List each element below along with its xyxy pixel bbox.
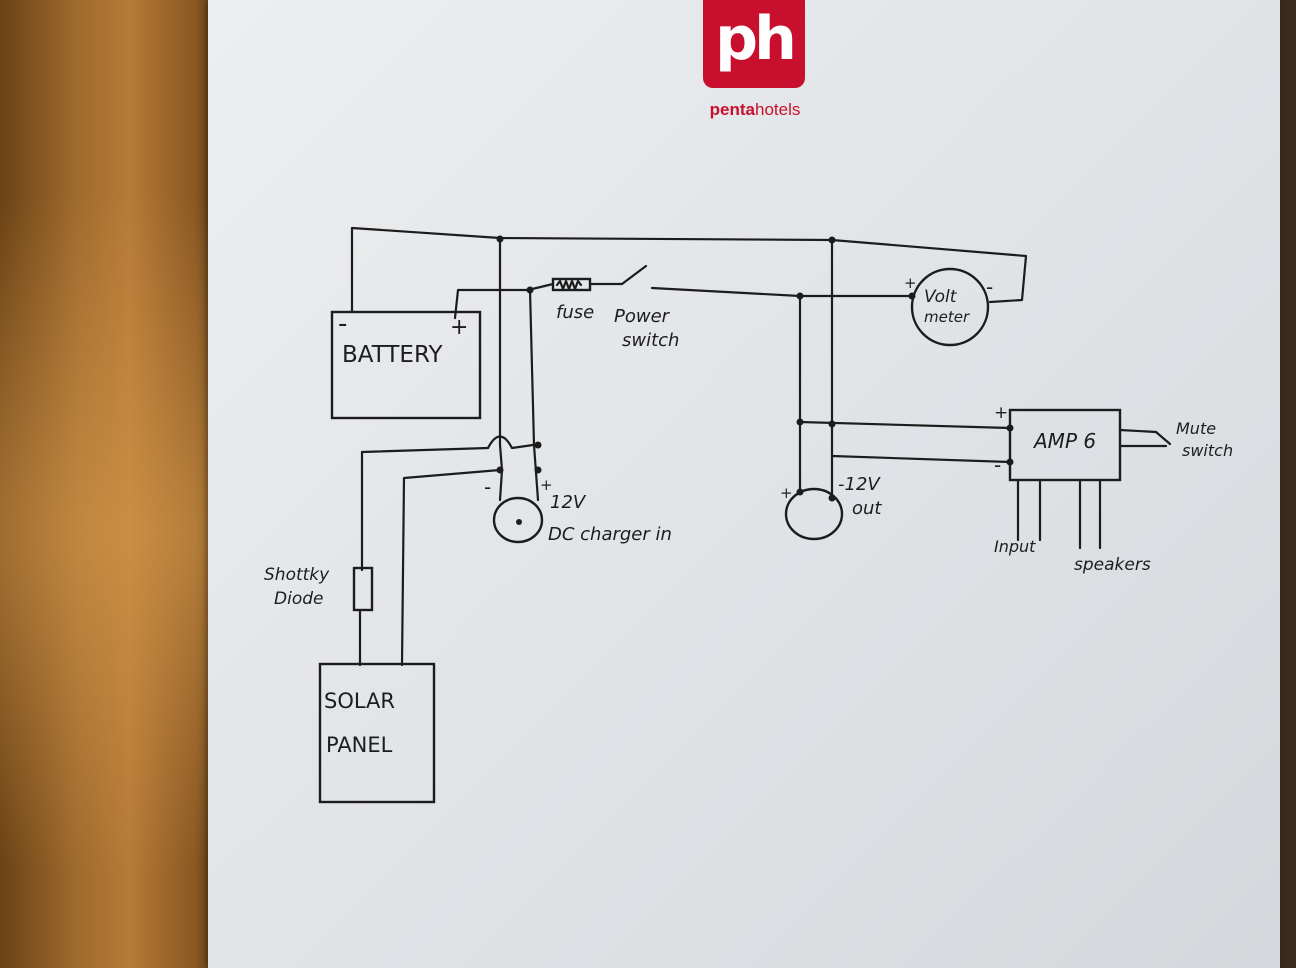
mute-switch-label-line1: Mute [1176,419,1216,438]
diode-icon [352,566,374,612]
junction-dot [796,292,804,300]
switch-arm [620,264,648,286]
voltmeter-icon [910,267,990,347]
amp-plus-label: + [994,403,1008,423]
junction-dot [796,418,804,426]
solar-wire-b [400,468,502,667]
junction-dot [526,286,534,294]
battery-label: BATTERY [342,342,443,368]
charger-neg-lead [498,468,504,502]
charger-jack-icon [492,496,544,544]
diode-label-line1: Shottky [264,565,330,585]
solar-wire-a2 [360,446,490,572]
battery-plus-label: + [450,315,468,340]
solar-label-line1: SOLAR [324,689,395,713]
power-switch-label-line2: switch [622,330,679,351]
junction-dot [908,292,916,300]
power-switch-label-line1: Power [614,306,671,327]
junction-dot [828,420,836,428]
voltmeter-minus-label: - [986,275,993,299]
logo-mark: ph [715,4,797,74]
junction-dot [496,235,504,243]
amp-minus-label: - [994,453,1001,477]
fuse-icon [551,277,592,292]
solar-label-line2: PANEL [326,733,393,757]
amp-neg-lead [830,454,1012,464]
junction-dot [534,441,542,449]
battery-minus-label: - [338,309,347,339]
crossover-hop [486,435,542,450]
brand-name-part2: hotels [754,100,801,119]
paper-sheet [208,0,1280,968]
voltmeter-label-line1: Volt [924,287,958,307]
charger-minus-label: - [484,475,491,499]
amp-label: AMP 6 [1032,429,1096,453]
mute-switch-label-line2: switch [1182,441,1233,460]
junction-dot [496,466,504,474]
voltmeter-label-line2: meter [924,308,970,326]
junction-dot [534,466,542,474]
junction-dot [1006,458,1014,466]
junction-dot [796,488,804,496]
out-jack-icon [784,487,844,541]
battery-icon [330,310,482,420]
mute-lead-a [1118,428,1158,434]
junction-dot [1006,424,1014,432]
out-label-line1: -12V [838,474,881,495]
junction-dot [828,236,836,244]
input-label: Input [994,537,1036,556]
fuse-label: fuse [556,302,594,323]
brand-name-part1: penta [709,100,755,119]
left-vertical-a [498,236,504,472]
charger-label-line2: DC charger in [548,524,672,545]
mute-switch-icon [1154,430,1172,446]
out-plus-label: + [780,484,793,502]
voltmeter-plus-label: + [904,274,917,292]
pentahotels-logo-icon: ph [703,0,805,88]
speakers-label: speakers [1074,555,1151,575]
charger-plus-label: + [540,476,553,494]
switch-to-voltmeter [650,286,914,298]
charger-label-line1: 12V [550,492,587,513]
junction-dot [828,494,836,502]
brand-name: pentahotels [695,100,815,120]
diode-label-line2: Diode [274,589,323,609]
solar-panel-icon [318,662,436,804]
positive-rail [453,282,555,320]
out-label-line2: out [852,498,882,519]
